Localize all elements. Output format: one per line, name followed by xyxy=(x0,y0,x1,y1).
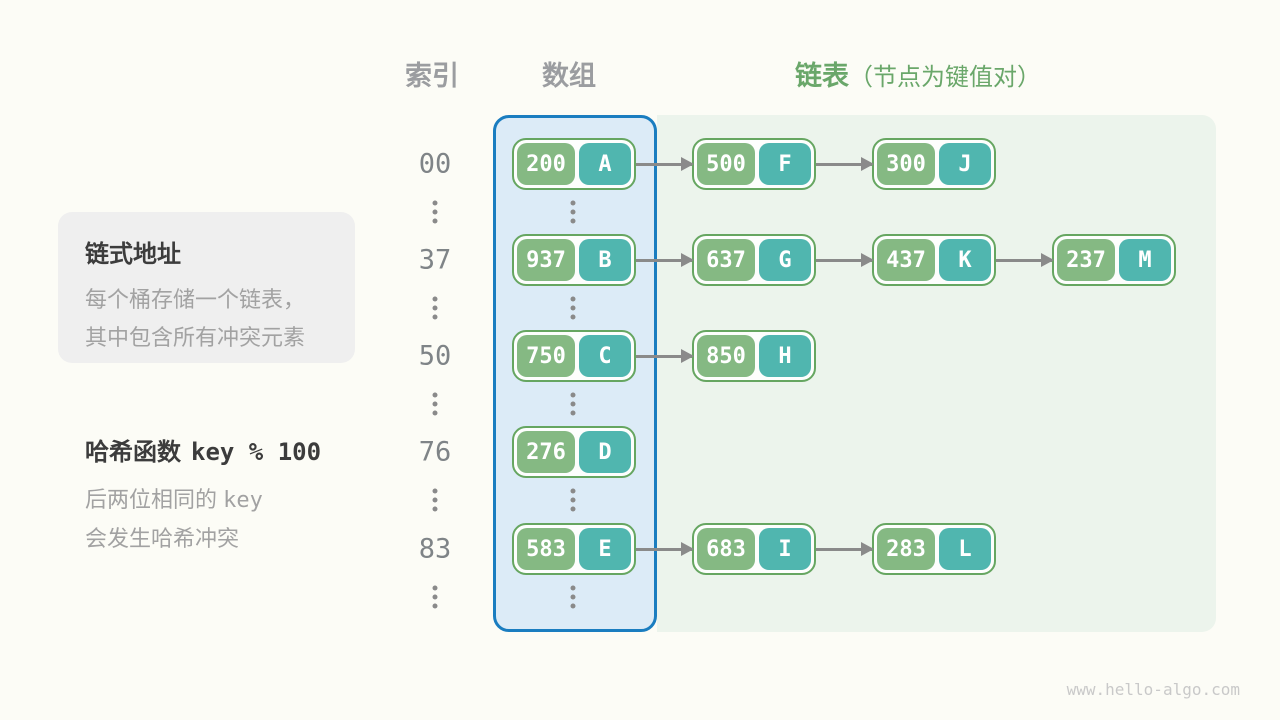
node-value: E xyxy=(579,528,631,570)
ellipsis-icon xyxy=(570,488,576,512)
node-key: 500 xyxy=(697,143,755,185)
list-header-note: （节点为键值对） xyxy=(849,64,1041,91)
node-value: H xyxy=(759,335,811,377)
ellipsis-icon xyxy=(432,296,438,320)
ellipsis-icon xyxy=(432,392,438,416)
node-key: 300 xyxy=(877,143,935,185)
chaining-note-line: 其中包含所有冲突元素 xyxy=(85,325,306,350)
ellipsis-icon xyxy=(570,585,576,609)
hash-note-line: 后两位相同的 key xyxy=(85,487,263,513)
node-value: M xyxy=(1119,239,1171,281)
node-value: F xyxy=(759,143,811,185)
node-key: 437 xyxy=(877,239,935,281)
chaining-note-line: 每个桶存储一个链表， xyxy=(85,287,306,312)
arrow-right-icon xyxy=(816,258,872,262)
ellipsis-icon xyxy=(570,296,576,320)
ellipsis-icon xyxy=(432,200,438,224)
node-key: 276 xyxy=(517,431,575,473)
node-key: 937 xyxy=(517,239,575,281)
watermark: www.hello-algo.com xyxy=(1066,680,1240,699)
bucket-index-label: 50 xyxy=(418,340,452,372)
arrow-right-icon xyxy=(636,162,692,166)
array-column-header: 数组 xyxy=(542,61,596,91)
node-key: 637 xyxy=(697,239,755,281)
arrow-right-icon xyxy=(636,547,692,551)
arrow-right-icon xyxy=(996,258,1052,262)
ellipsis-icon xyxy=(570,200,576,224)
arrow-right-icon xyxy=(636,258,692,262)
node-key: 583 xyxy=(517,528,575,570)
ellipsis-icon xyxy=(432,585,438,609)
node-value: J xyxy=(939,143,991,185)
list-header-label: 链表 xyxy=(795,61,849,91)
arrow-right-icon xyxy=(816,162,872,166)
node-key: 683 xyxy=(697,528,755,570)
node-value: L xyxy=(939,528,991,570)
node-value: G xyxy=(759,239,811,281)
node-value: I xyxy=(759,528,811,570)
node-key: 237 xyxy=(1057,239,1115,281)
node-key: 750 xyxy=(517,335,575,377)
node-value: D xyxy=(579,431,631,473)
bucket-index-label: 00 xyxy=(418,148,452,180)
hash-function-formula: key % 100 xyxy=(191,438,322,466)
index-column-header: 索引 xyxy=(405,61,459,91)
ellipsis-icon xyxy=(432,488,438,512)
bucket-index-label: 83 xyxy=(418,533,452,565)
node-value: A xyxy=(579,143,631,185)
arrow-right-icon xyxy=(636,354,692,358)
list-column-header: 链表（节点为键值对） xyxy=(795,54,1225,93)
node-value: C xyxy=(579,335,631,377)
node-value: K xyxy=(939,239,991,281)
chaining-note-title: 链式地址 xyxy=(85,241,181,268)
node-key: 200 xyxy=(517,143,575,185)
chaining-note-box: 链式地址 每个桶存储一个链表， 其中包含所有冲突元素 xyxy=(58,212,355,363)
hash-note-line: 会发生哈希冲突 xyxy=(85,526,240,551)
arrow-right-icon xyxy=(816,547,872,551)
bucket-index-label: 76 xyxy=(418,436,452,468)
ellipsis-icon xyxy=(570,392,576,416)
node-key: 283 xyxy=(877,528,935,570)
node-key: 850 xyxy=(697,335,755,377)
node-value: B xyxy=(579,239,631,281)
bucket-index-label: 37 xyxy=(418,244,452,276)
